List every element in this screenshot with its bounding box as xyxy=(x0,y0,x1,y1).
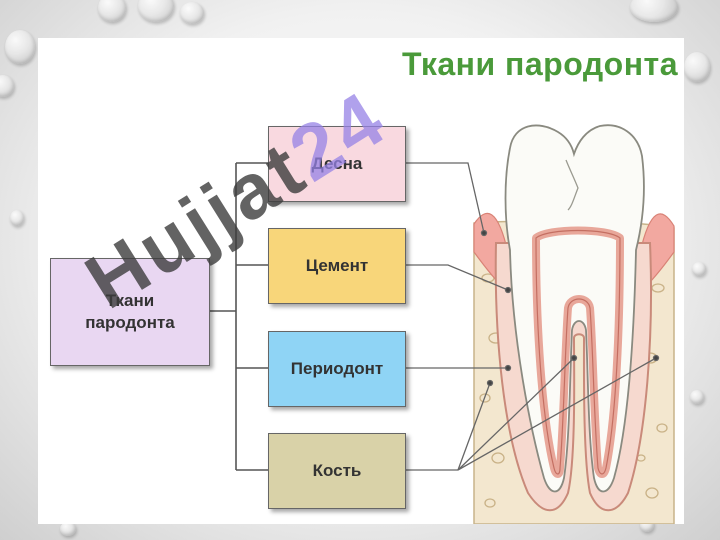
water-drop xyxy=(692,262,706,276)
branch-label: Цемент xyxy=(305,256,369,275)
pointer-lines xyxy=(404,162,660,471)
diagram-graphics xyxy=(210,124,675,524)
root-label-line1: Ткани xyxy=(105,291,155,310)
water-drop xyxy=(684,52,710,82)
root-label-line2: пародонта xyxy=(85,313,175,332)
water-drop xyxy=(5,30,35,64)
water-drop xyxy=(98,0,126,22)
root-box: Ткани пародонта xyxy=(50,258,210,366)
tooth-illustration xyxy=(473,124,675,524)
branch-label: Десна xyxy=(311,154,363,173)
water-drop xyxy=(630,0,678,22)
branch-label: Периодонт xyxy=(290,359,384,378)
branch-box-gum: Десна xyxy=(268,126,406,202)
slide-title: Ткани пародонта xyxy=(402,46,678,82)
branch-label: Кость xyxy=(312,461,362,480)
branch-box-bone: Кость xyxy=(268,433,406,509)
connector-lines xyxy=(210,162,268,471)
water-drop xyxy=(690,390,704,404)
water-drop xyxy=(0,75,14,97)
slide: Ткани пародонта xyxy=(38,38,684,524)
water-drop xyxy=(138,0,174,22)
water-drop xyxy=(180,2,204,24)
water-drop xyxy=(10,210,24,226)
branch-box-periodontium: Периодонт xyxy=(268,331,406,407)
water-drop xyxy=(60,522,76,536)
branch-box-cement: Цемент xyxy=(268,228,406,304)
